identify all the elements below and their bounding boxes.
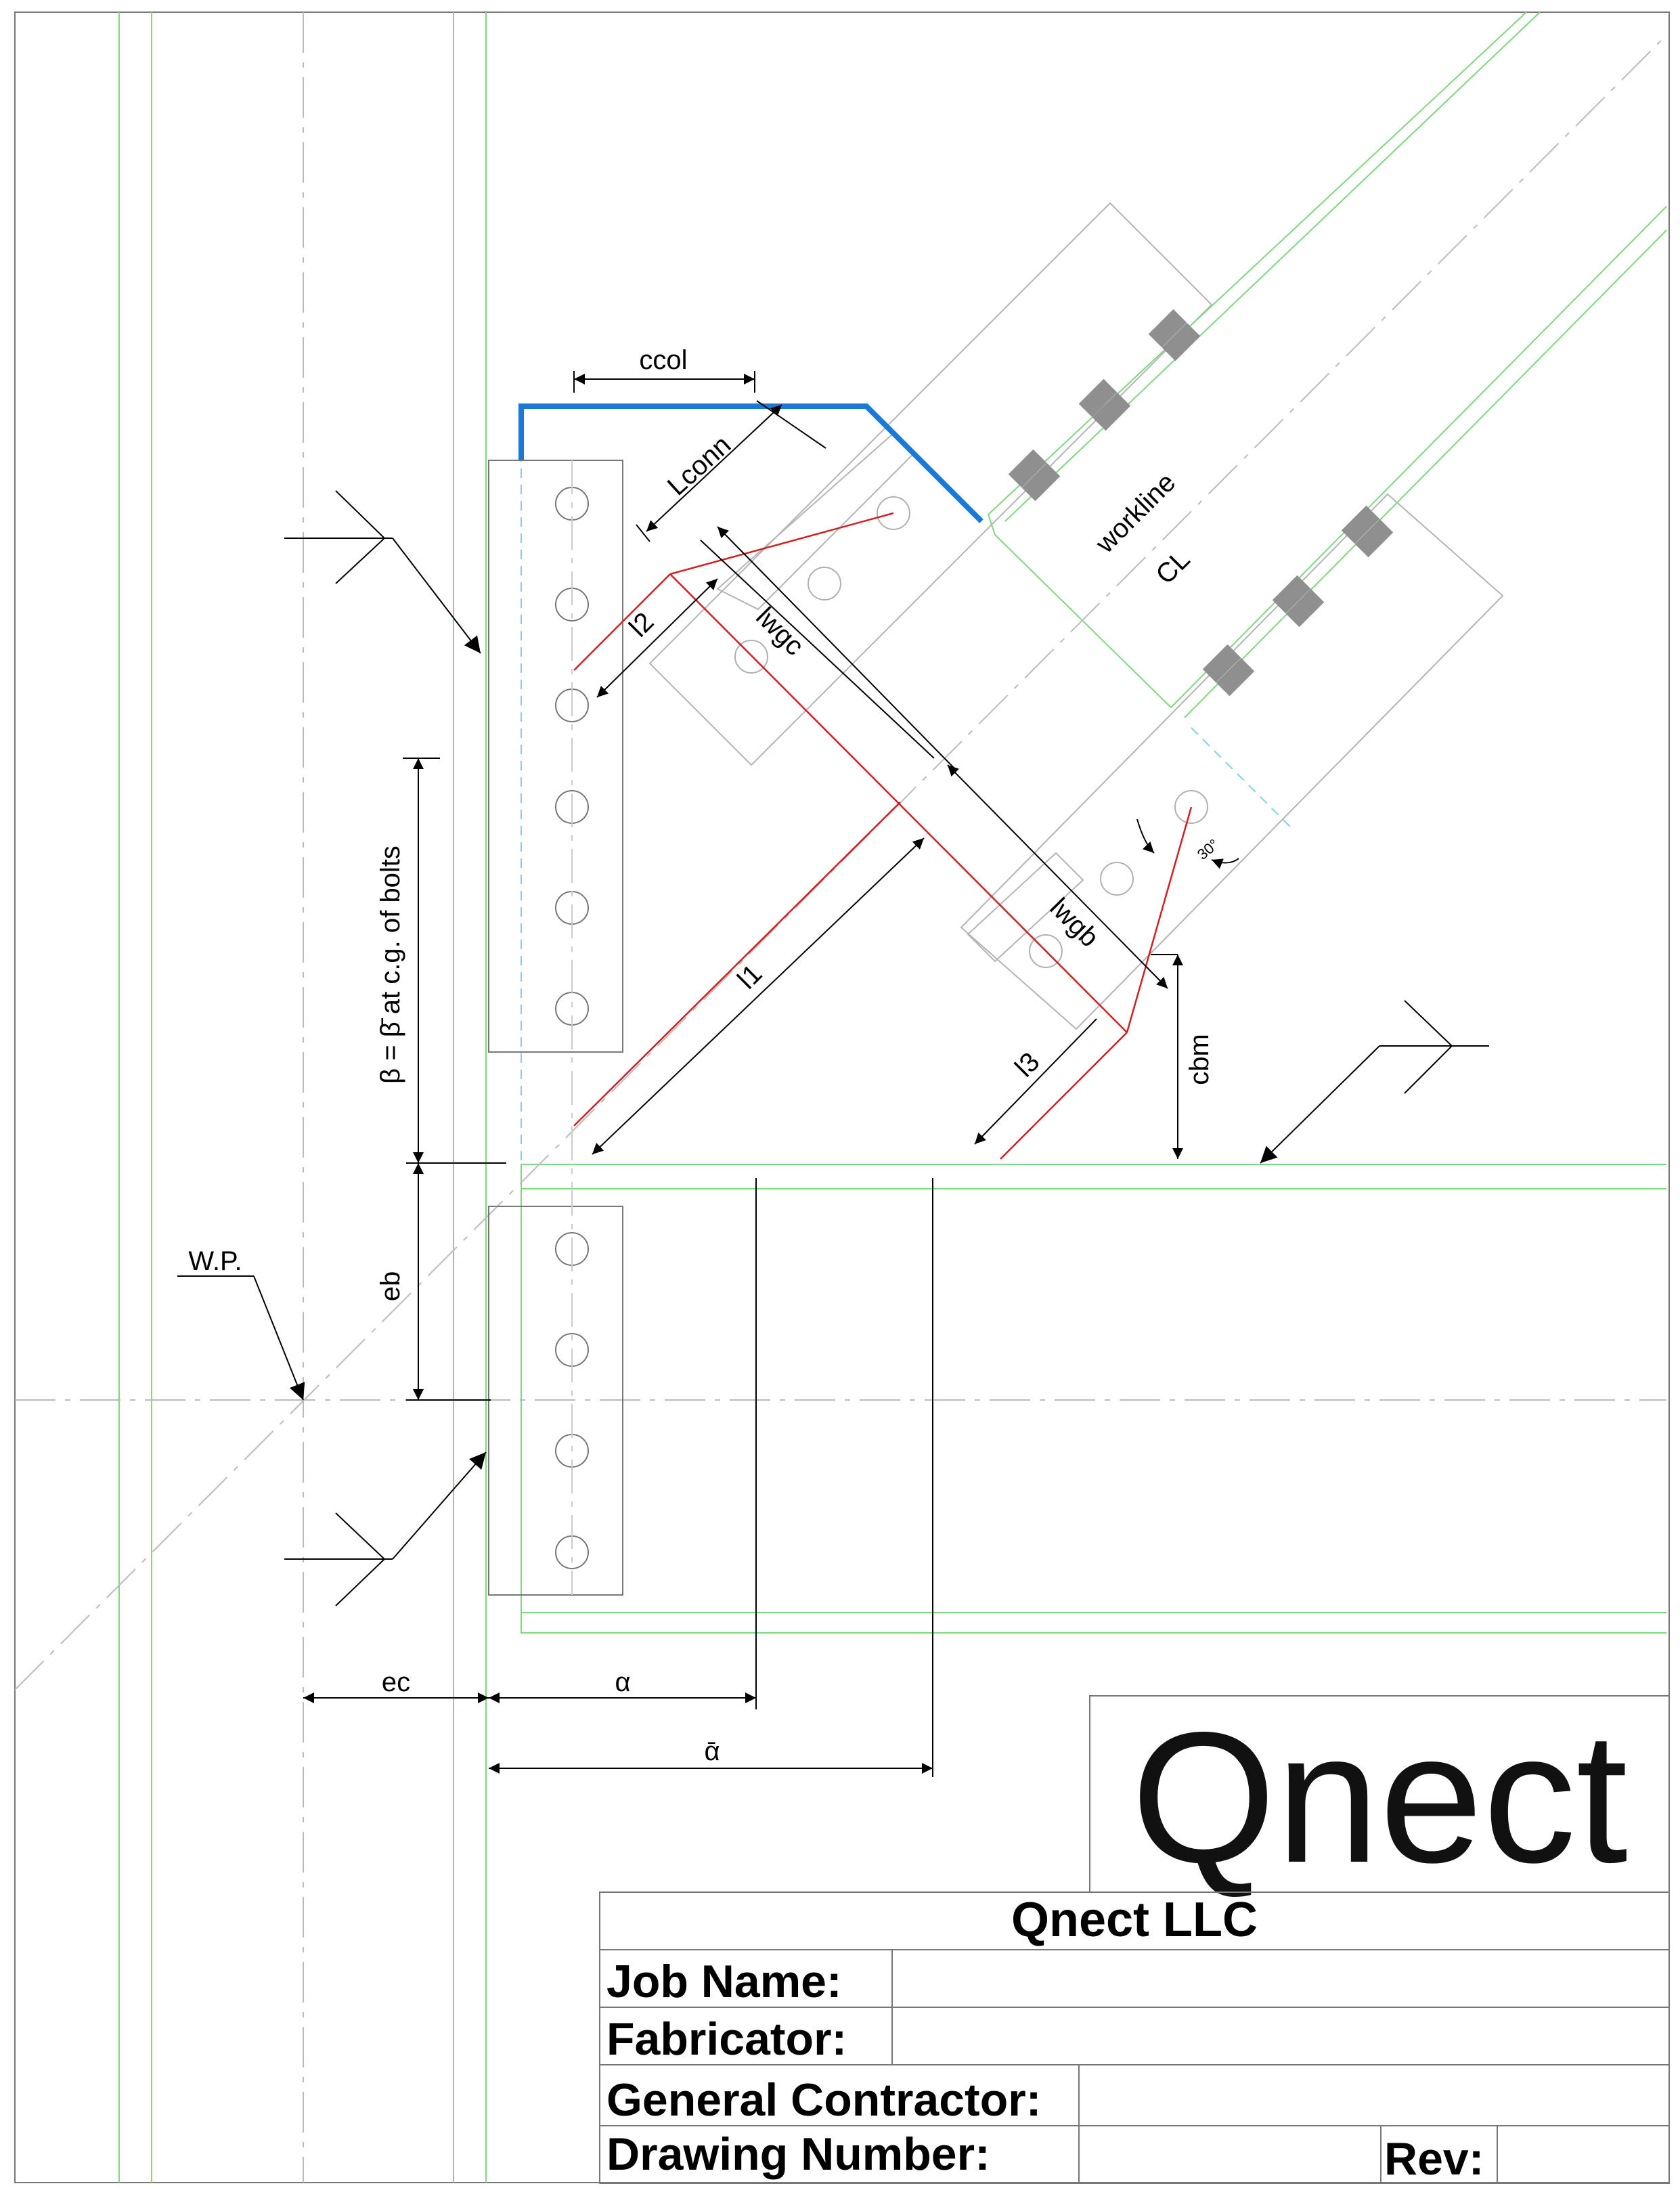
company-name: Qnect LLC xyxy=(1011,1893,1258,1947)
ec-label: ec xyxy=(382,1667,410,1697)
weld-symbols xyxy=(177,490,1489,1606)
fabricator-label: Fabricator: xyxy=(606,2013,847,2065)
rev-label: Rev: xyxy=(1384,2133,1484,2185)
alpha-label: α xyxy=(615,1667,630,1697)
lconn-label: Lconn xyxy=(662,430,736,502)
drawing-number-label: Drawing Number: xyxy=(606,2128,990,2180)
job-name-label: Job Name: xyxy=(606,1956,842,2007)
beta-label: β = β̄ at c.g. of bolts xyxy=(376,846,405,1084)
qnect-logo: Qnect xyxy=(1131,1694,1629,1902)
brace-bolt-pads xyxy=(1008,309,1394,697)
l2-label: l2 xyxy=(623,607,659,642)
column-lines xyxy=(118,12,487,2183)
beam-lines xyxy=(521,1164,1666,1634)
column-bolt-plates xyxy=(488,460,623,1596)
lwgb-label: lwgb xyxy=(1044,892,1104,953)
eb-label: eb xyxy=(376,1271,405,1302)
ccol-label: ccol xyxy=(639,345,687,375)
general-contractor-label: General Contractor: xyxy=(606,2074,1041,2126)
workline-label: workline xyxy=(1090,467,1182,559)
cl-label: CL xyxy=(1150,544,1195,590)
brace-flange-lines xyxy=(988,12,1667,718)
dimension-lines xyxy=(303,371,1239,1777)
gusset-plate-outline xyxy=(518,403,983,523)
wp-label: W.P. xyxy=(188,1246,242,1276)
angle-label: 30° xyxy=(1194,835,1222,863)
alpha-bar-label: ᾱ xyxy=(704,1736,720,1766)
cbm-label: cbm xyxy=(1185,1034,1214,1085)
weld-lines xyxy=(573,512,1193,1160)
title-block xyxy=(599,1891,1670,2184)
